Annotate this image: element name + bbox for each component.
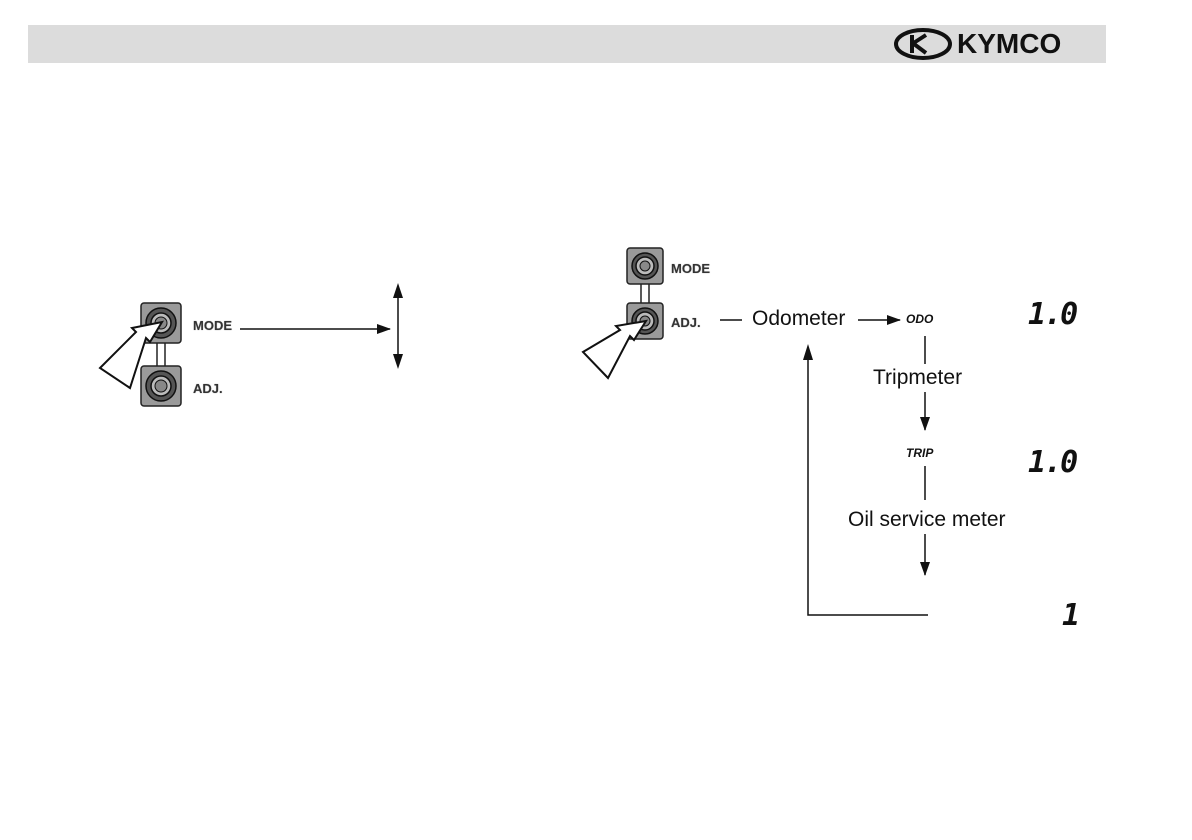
odo-indicator: ODO [906,312,933,326]
odometer-label: Odometer [752,307,845,331]
trip-display-value: 1.0 [1028,445,1076,480]
tripmeter-label: Tripmeter [873,366,962,390]
right-mode-label: MODE [671,261,710,276]
left-adj-button[interactable] [141,366,181,406]
left-adj-label: ADJ. [193,381,223,396]
right-press-arrow-icon [583,321,646,378]
odo-display-value: 1.0 [1028,297,1076,332]
left-mode-label: MODE [193,318,232,333]
right-adj-label: ADJ. [671,315,701,330]
right-connector [641,284,649,303]
left-connector [157,343,165,366]
up-down-arrow-icon [393,283,403,369]
trip-indicator: TRIP [906,446,933,460]
return-loop-line [808,358,928,615]
return-loop-arrowhead [803,344,813,360]
oil-service-meter-label: Oil service meter [848,508,1006,532]
oil-display-value: 1 [1062,598,1078,633]
right-mode-button[interactable] [627,248,663,284]
